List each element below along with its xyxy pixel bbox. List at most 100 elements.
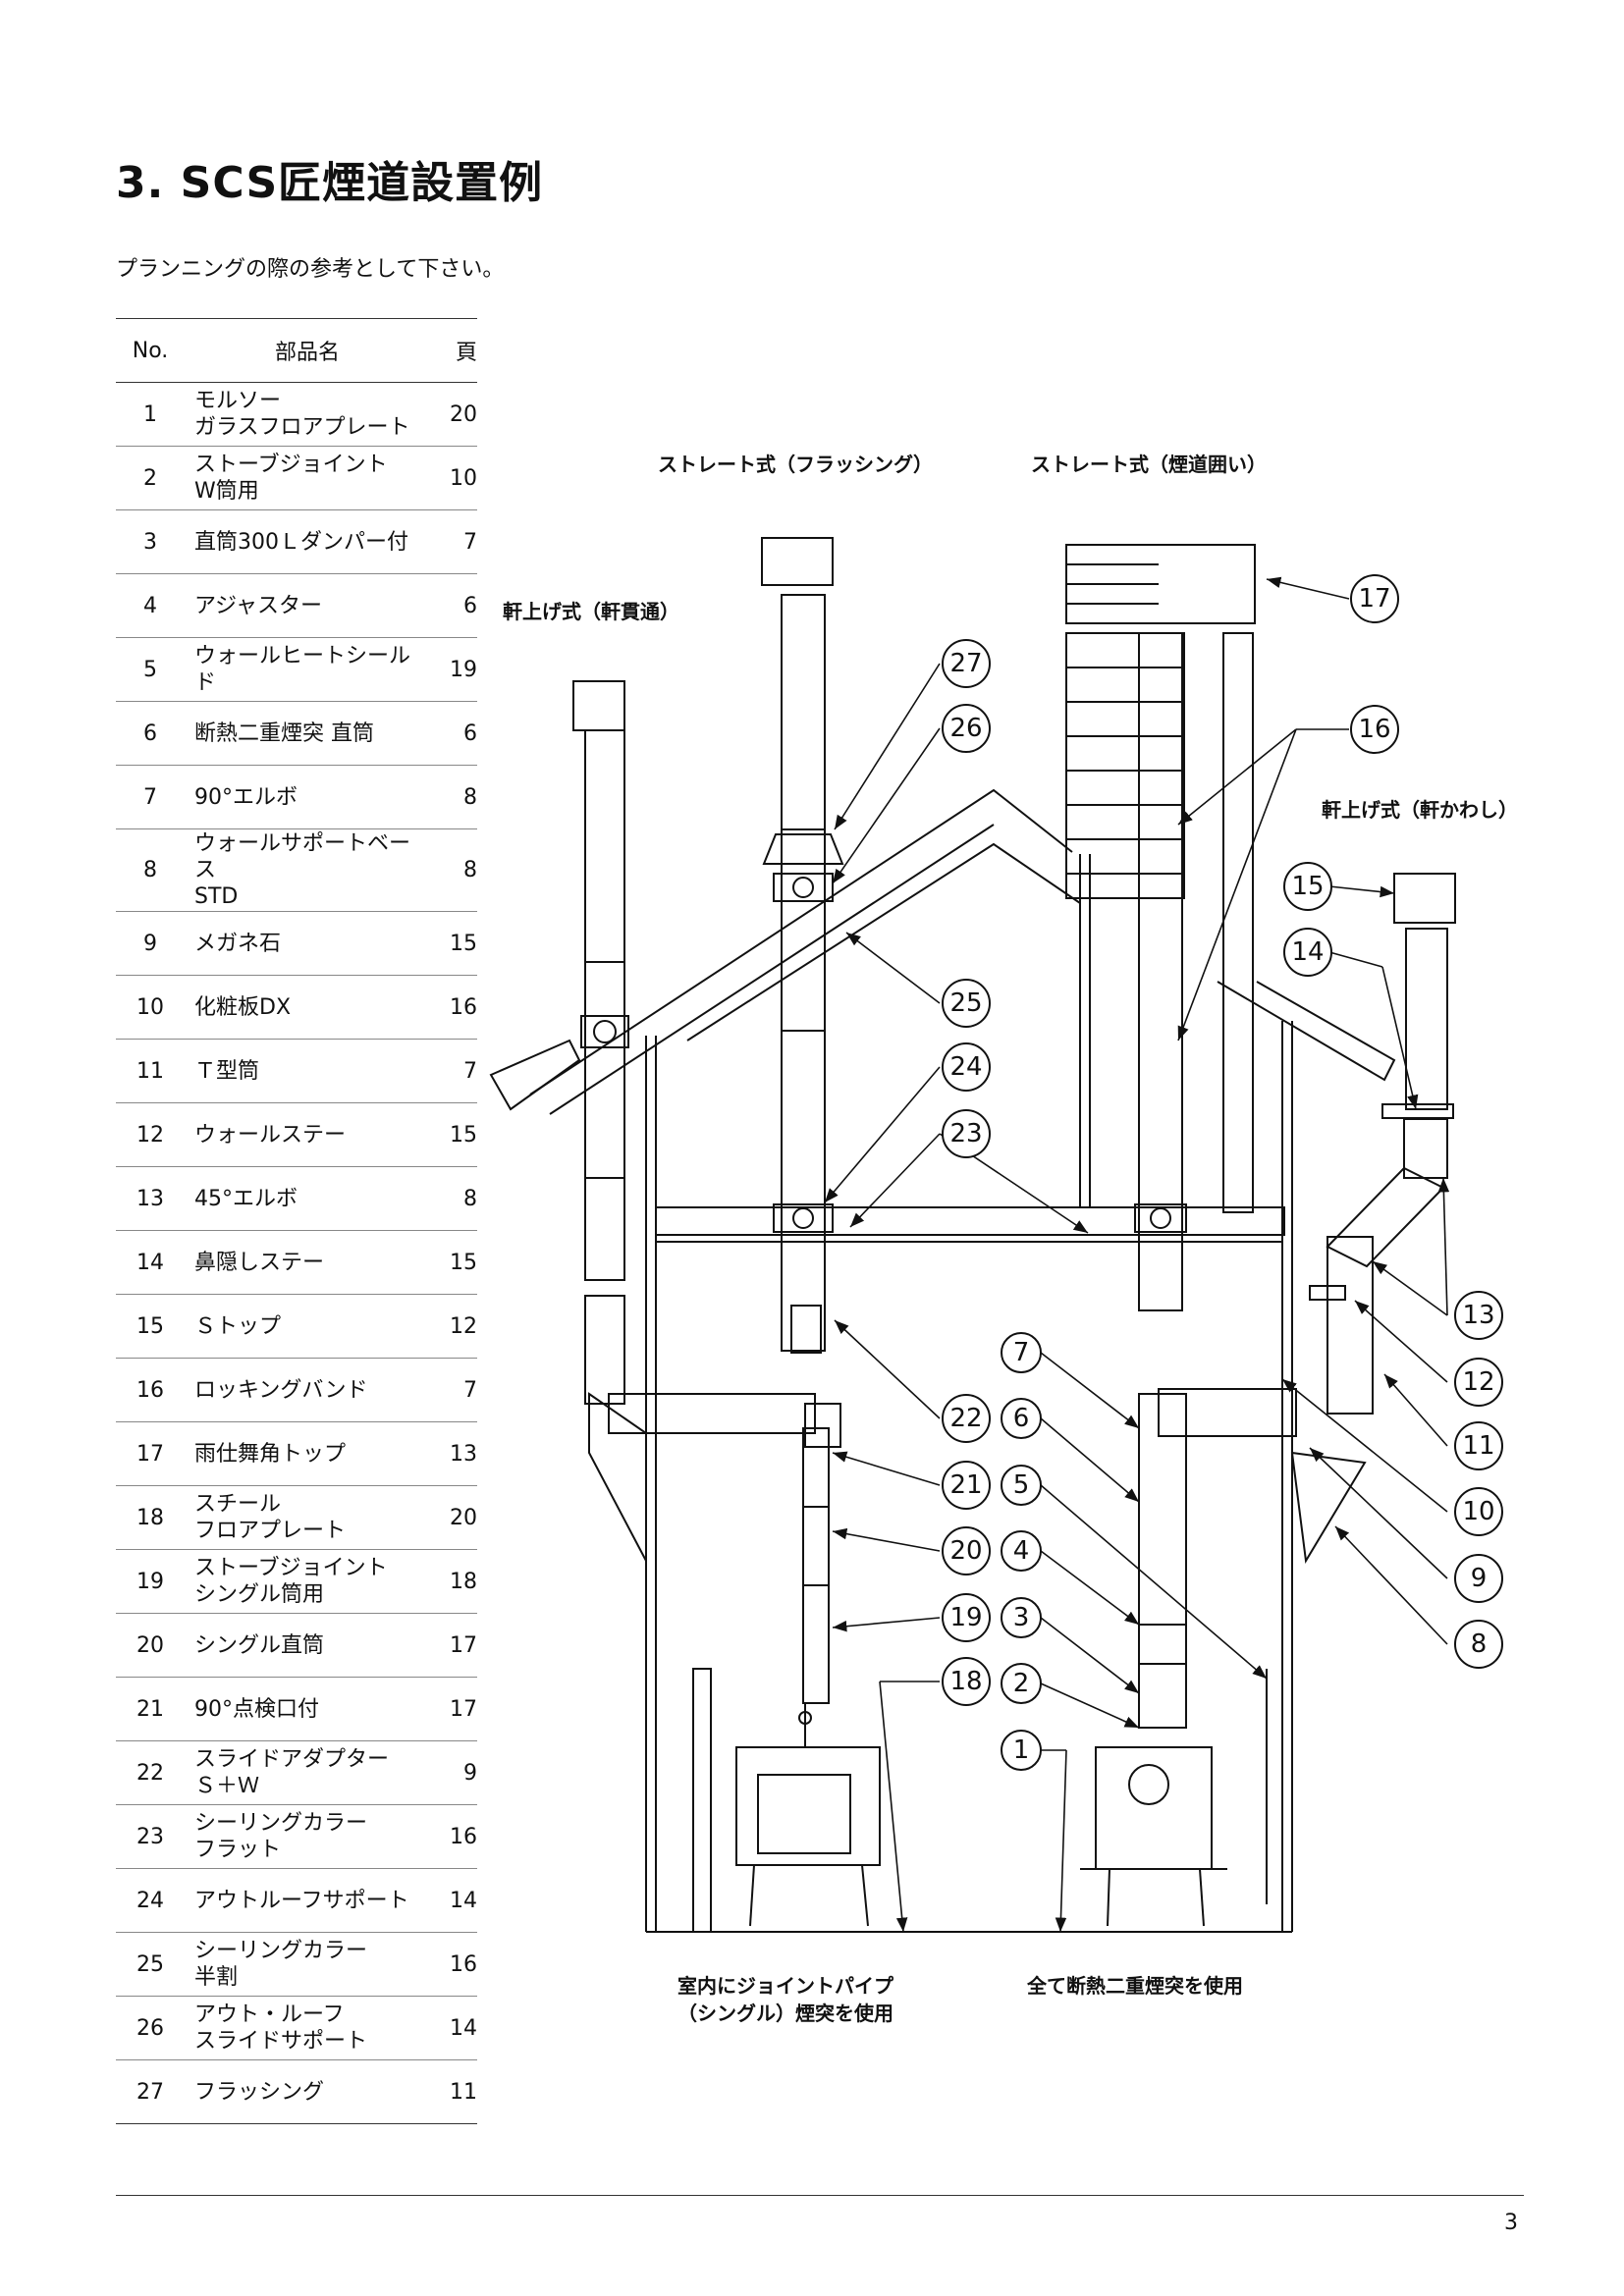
- right-enclosure-pipe: [1138, 632, 1183, 1311]
- part-page: 19: [431, 637, 477, 702]
- leader-16a: [1177, 728, 1297, 826]
- part-page: 13: [431, 1421, 477, 1486]
- callout-11-circle: [1454, 1421, 1503, 1470]
- part-page: 14: [431, 1868, 477, 1933]
- callout-19-circle: [942, 1593, 991, 1642]
- right-ceiling-support-band-icon: [1150, 1207, 1171, 1229]
- leader-17: [1266, 576, 1350, 600]
- stove-right-leg-r: [1199, 1868, 1205, 1927]
- part-page: 8: [431, 1166, 477, 1231]
- part-name: シーリングカラーフラット: [185, 1804, 431, 1869]
- far-right-lower-pipe: [1326, 1236, 1374, 1415]
- callout-14: 14: [1291, 937, 1324, 967]
- part-page: 15: [431, 1102, 477, 1167]
- callout-11: 11: [1462, 1431, 1494, 1461]
- left-heat-shield-bricks: [692, 1668, 712, 1933]
- part-name: ロッキングバンド: [185, 1358, 431, 1422]
- leader-14: [1381, 966, 1419, 1110]
- callout-21: 21: [949, 1470, 982, 1500]
- part-page: 10: [431, 446, 477, 510]
- part-name-line: フラッシング: [194, 2079, 325, 2105]
- part-name-line: STD: [194, 884, 239, 909]
- callout-7-circle: [1001, 1332, 1042, 1373]
- parts-table-header-row: No. 部品名 頁: [116, 318, 477, 383]
- leader-19: [832, 1617, 941, 1632]
- part-number: 4: [116, 573, 185, 638]
- part-name-line: W筒用: [194, 479, 259, 504]
- callout-12-circle: [1454, 1358, 1503, 1407]
- left-chimney-top-cap: [572, 680, 625, 731]
- part-name-line: フロアプレート: [194, 1519, 347, 1543]
- callout-22-circle: [942, 1394, 991, 1443]
- part-name-line: スライドアダプター: [194, 1747, 390, 1772]
- caption-eave-through: 軒上げ式（軒貫通）: [503, 600, 679, 623]
- part-name-line: アウトルーフサポート: [194, 1888, 409, 1913]
- part-number: 26: [116, 1996, 185, 2060]
- part-page: 12: [431, 1294, 477, 1359]
- slide-adapter: [790, 1305, 822, 1354]
- wall-stay: [1309, 1285, 1346, 1301]
- part-name-line: ストーブジョイント: [194, 1556, 388, 1580]
- stove-left-damper: [798, 1711, 812, 1725]
- callout-6: 6: [1013, 1404, 1030, 1433]
- part-name-line: スライドサポート: [194, 2029, 368, 2054]
- part-name-line: スチール: [194, 1492, 282, 1517]
- part-page: 6: [431, 573, 477, 638]
- callout-7: 7: [1013, 1338, 1030, 1367]
- callout-27-circle: [942, 639, 991, 688]
- leader-18: [879, 1681, 908, 1933]
- center-chimney-pipe: [781, 594, 826, 1352]
- footer-rule: [116, 2195, 1524, 2196]
- part-name-line: 90°点検口付: [194, 1696, 319, 1722]
- part-name: アウトルーフサポート: [185, 1868, 431, 1933]
- part-number: 8: [116, 828, 185, 912]
- page-subtitle: プランニングの際の参考として下さい。: [116, 257, 505, 282]
- part-name-line: アウト・ルーフ: [194, 2002, 345, 2027]
- leader-9: [1309, 1447, 1448, 1579]
- callout-8: 8: [1471, 1629, 1488, 1659]
- part-name-line: シングル筒用: [194, 1582, 325, 1607]
- part-name-line: ウォールステー: [194, 1122, 347, 1148]
- part-number: 25: [116, 1932, 185, 1997]
- caption-straight-flashing: ストレート式（フラッシング）: [658, 453, 933, 476]
- right-eave-support: [1290, 1451, 1367, 1564]
- callout-16-circle: [1350, 705, 1399, 754]
- page-title: 3. SCS匠煙道設置例: [116, 158, 544, 208]
- callout-27: 27: [949, 649, 982, 678]
- part-name-line: ガラスフロアプレート: [194, 415, 410, 440]
- callout-3: 3: [1013, 1603, 1030, 1632]
- roof-left-slope-outer: [529, 788, 1073, 1095]
- right-enclosure-wall: [1222, 632, 1254, 1213]
- center-chimney-top-cap: [761, 537, 834, 586]
- part-name: ウォールステー: [185, 1102, 431, 1167]
- stove-left-window: [757, 1774, 851, 1854]
- part-number: 9: [116, 911, 185, 976]
- part-name: シングル直筒: [185, 1613, 431, 1678]
- part-name-line: 鼻隠しステー: [194, 1250, 325, 1275]
- part-name-line: シーリングカラー: [194, 1811, 368, 1836]
- caption-bottom-left-line2: （シングル）煙突を使用: [677, 2002, 893, 2025]
- leader-27: [834, 663, 941, 830]
- leader-20: [832, 1527, 941, 1552]
- callout-17-circle: [1350, 574, 1399, 623]
- part-number: 17: [116, 1421, 185, 1486]
- part-number: 16: [116, 1358, 185, 1422]
- caption-eave-around: 軒上げ式（軒かわし）: [1322, 798, 1518, 822]
- stove-right-emblem: [1128, 1764, 1169, 1805]
- part-name-line: シーリングカラー: [194, 1939, 368, 1963]
- part-number: 27: [116, 2059, 185, 2124]
